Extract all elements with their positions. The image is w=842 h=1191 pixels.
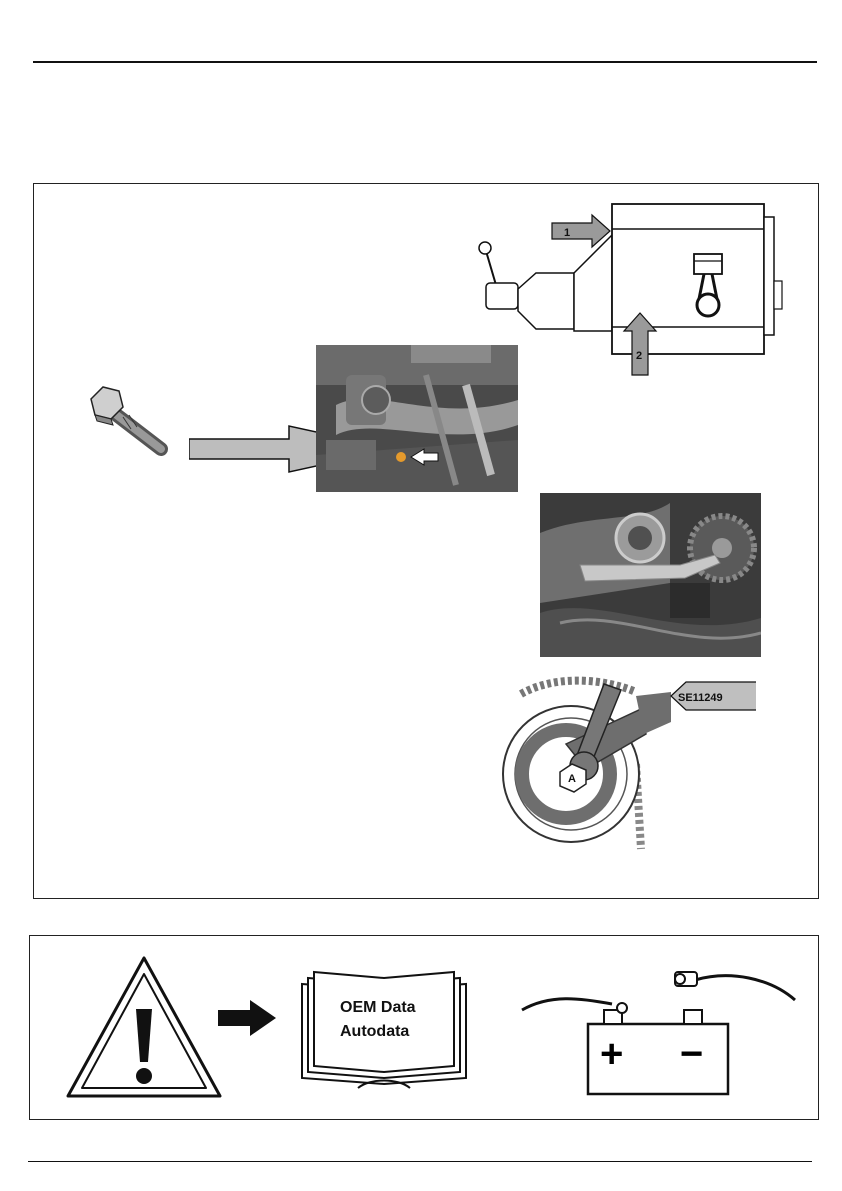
manual-line-1: OEM Data <box>340 999 416 1016</box>
crankshaft-holding-tool-diagram: A SE11249 <box>496 674 756 854</box>
bolt-label-a: A <box>568 773 576 785</box>
battery-negative: − <box>680 1032 703 1076</box>
engine-bay-photo <box>316 345 518 492</box>
callout-1: 1 <box>564 227 570 239</box>
warning-triangle-icon <box>64 954 224 1104</box>
callout-2: 2 <box>636 350 642 362</box>
footer-rule <box>28 1161 812 1162</box>
arrow-1-icon <box>552 215 610 247</box>
arrow-right-icon <box>216 998 278 1038</box>
manual-book-icon: OEM Data Autodata <box>298 966 470 1096</box>
engine-orientation-diagram: 1 2 <box>474 199 794 379</box>
procedure-panel: 1 2 <box>33 183 819 899</box>
locking-tool-label: SE11249 <box>678 692 723 704</box>
manual-line-2: Autodata <box>340 1023 409 1040</box>
header-rule <box>33 61 817 63</box>
camshaft-sprocket-photo <box>540 493 761 657</box>
battery-positive: + <box>600 1032 623 1076</box>
battery-disconnect-icon: + − <box>520 964 800 1099</box>
safety-notice-panel: OEM Data Autodata + − <box>29 935 819 1120</box>
timing-pin-bolt <box>79 381 174 459</box>
